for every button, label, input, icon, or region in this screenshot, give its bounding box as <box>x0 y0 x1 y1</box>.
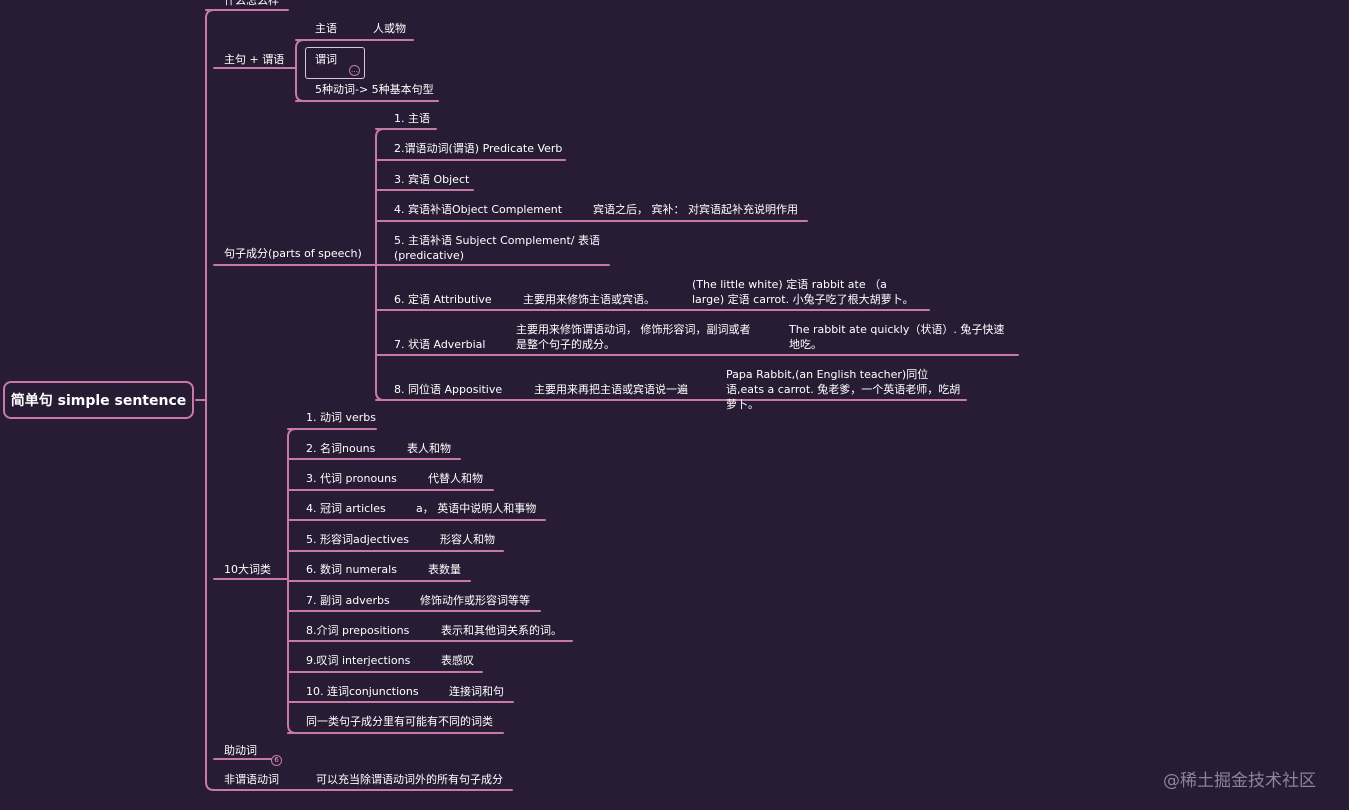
element-note: 主要用来再把主语或宾语说一遍 <box>534 383 688 396</box>
element-note: 宾语之后， 宾补： 对宾语起补充说明作用 <box>593 203 798 216</box>
element-item[interactable]: 1. 主语 <box>394 112 430 125</box>
spine-main <box>205 9 215 791</box>
element-example: (The little white) 定语 rabbit ate （a larg… <box>692 278 914 306</box>
word-class-item[interactable]: 5. 形容词adjectives <box>306 533 409 546</box>
element-example: The rabbit ate quickly（状语）. 兔子快速地吃。 <box>789 323 1005 351</box>
word-class-item[interactable]: 4. 冠词 articles <box>306 502 386 515</box>
word-class-note: 修饰动作或形容词等等 <box>420 594 530 607</box>
node-five-verbs[interactable]: 5种动词-> 5种基本句型 <box>315 83 434 96</box>
word-class-note: 表人和物 <box>407 442 451 455</box>
node-subject-note: 人或物 <box>373 22 406 35</box>
word-class-item[interactable]: 7. 副词 adverbs <box>306 594 390 607</box>
node-top-partial[interactable]: 什么怎么样 <box>224 0 279 7</box>
word-class-note: 表数量 <box>428 563 461 576</box>
element-item[interactable]: 5. 主语补语 Subject Complement/ 表语(predicati… <box>394 234 601 262</box>
collapsed-count-badge[interactable]: 6 <box>271 755 282 766</box>
element-example: Papa Rabbit,(an English teacher)同位语,eats… <box>726 368 961 411</box>
element-item[interactable]: 4. 宾语补语Object Complement <box>394 203 563 216</box>
element-item[interactable]: 3. 宾语 Object <box>394 173 470 186</box>
word-class-item[interactable]: 8.介词 prepositions <box>306 624 410 637</box>
selected-node-frame[interactable] <box>305 47 365 79</box>
node-sentence-elements[interactable]: 句子成分(parts of speech) <box>224 247 362 260</box>
spine-subject-predicate <box>289 39 305 102</box>
word-class-item[interactable]: 同一类句子成分里有可能有不同的词类 <box>306 715 493 728</box>
word-class-note: 代替人和物 <box>428 472 483 485</box>
word-class-item[interactable]: 3. 代词 pronouns <box>306 472 397 485</box>
element-item[interactable]: 8. 同位语 Appositive <box>394 383 503 396</box>
word-class-item[interactable]: 2. 名词nouns <box>306 442 376 455</box>
element-note: 主要用来修饰谓语动词， 修饰形容词，副词或者是整个句子的成分。 <box>516 323 751 351</box>
word-class-note: 表感叹 <box>441 654 474 667</box>
word-class-item[interactable]: 6. 数词 numerals <box>306 563 397 576</box>
word-class-note: 形容人和物 <box>440 533 495 546</box>
node-nonfinite[interactable]: 非谓语动词 <box>224 773 279 786</box>
node-nonfinite-note: 可以充当除谓语动词外的所有句子成分 <box>316 773 503 786</box>
element-item[interactable]: 6. 定语 Attributive <box>394 293 492 306</box>
node-word-classes[interactable]: 10大词类 <box>224 563 271 576</box>
word-class-item[interactable]: 1. 动词 verbs <box>306 411 377 424</box>
word-class-item[interactable]: 10. 连词conjunctions <box>306 685 419 698</box>
node-predicate[interactable]: 谓词 <box>315 53 337 66</box>
word-class-note: a， 英语中说明人和事物 <box>416 502 537 515</box>
word-class-item[interactable]: 9.叹词 interjections <box>306 654 411 667</box>
element-note: 主要用来修饰主语或宾语。 <box>523 293 655 306</box>
collapse-toggle-icon[interactable]: … <box>349 65 360 76</box>
node-subject-predicate[interactable]: 主句 + 谓语 <box>224 53 285 66</box>
root-node[interactable]: 简单句 simple sentence <box>3 381 194 419</box>
element-item[interactable]: 7. 状语 Adverbial <box>394 338 486 351</box>
node-subject[interactable]: 主语 <box>315 22 337 35</box>
watermark: @稀土掘金技术社区 <box>1163 771 1316 791</box>
element-item[interactable]: 2.谓语动词(谓语) Predicate Verb <box>394 142 563 155</box>
node-auxiliary[interactable]: 助动词 <box>224 744 257 757</box>
word-class-note: 连接词和句 <box>449 685 504 698</box>
word-class-note: 表示和其他词关系的词。 <box>441 624 562 637</box>
